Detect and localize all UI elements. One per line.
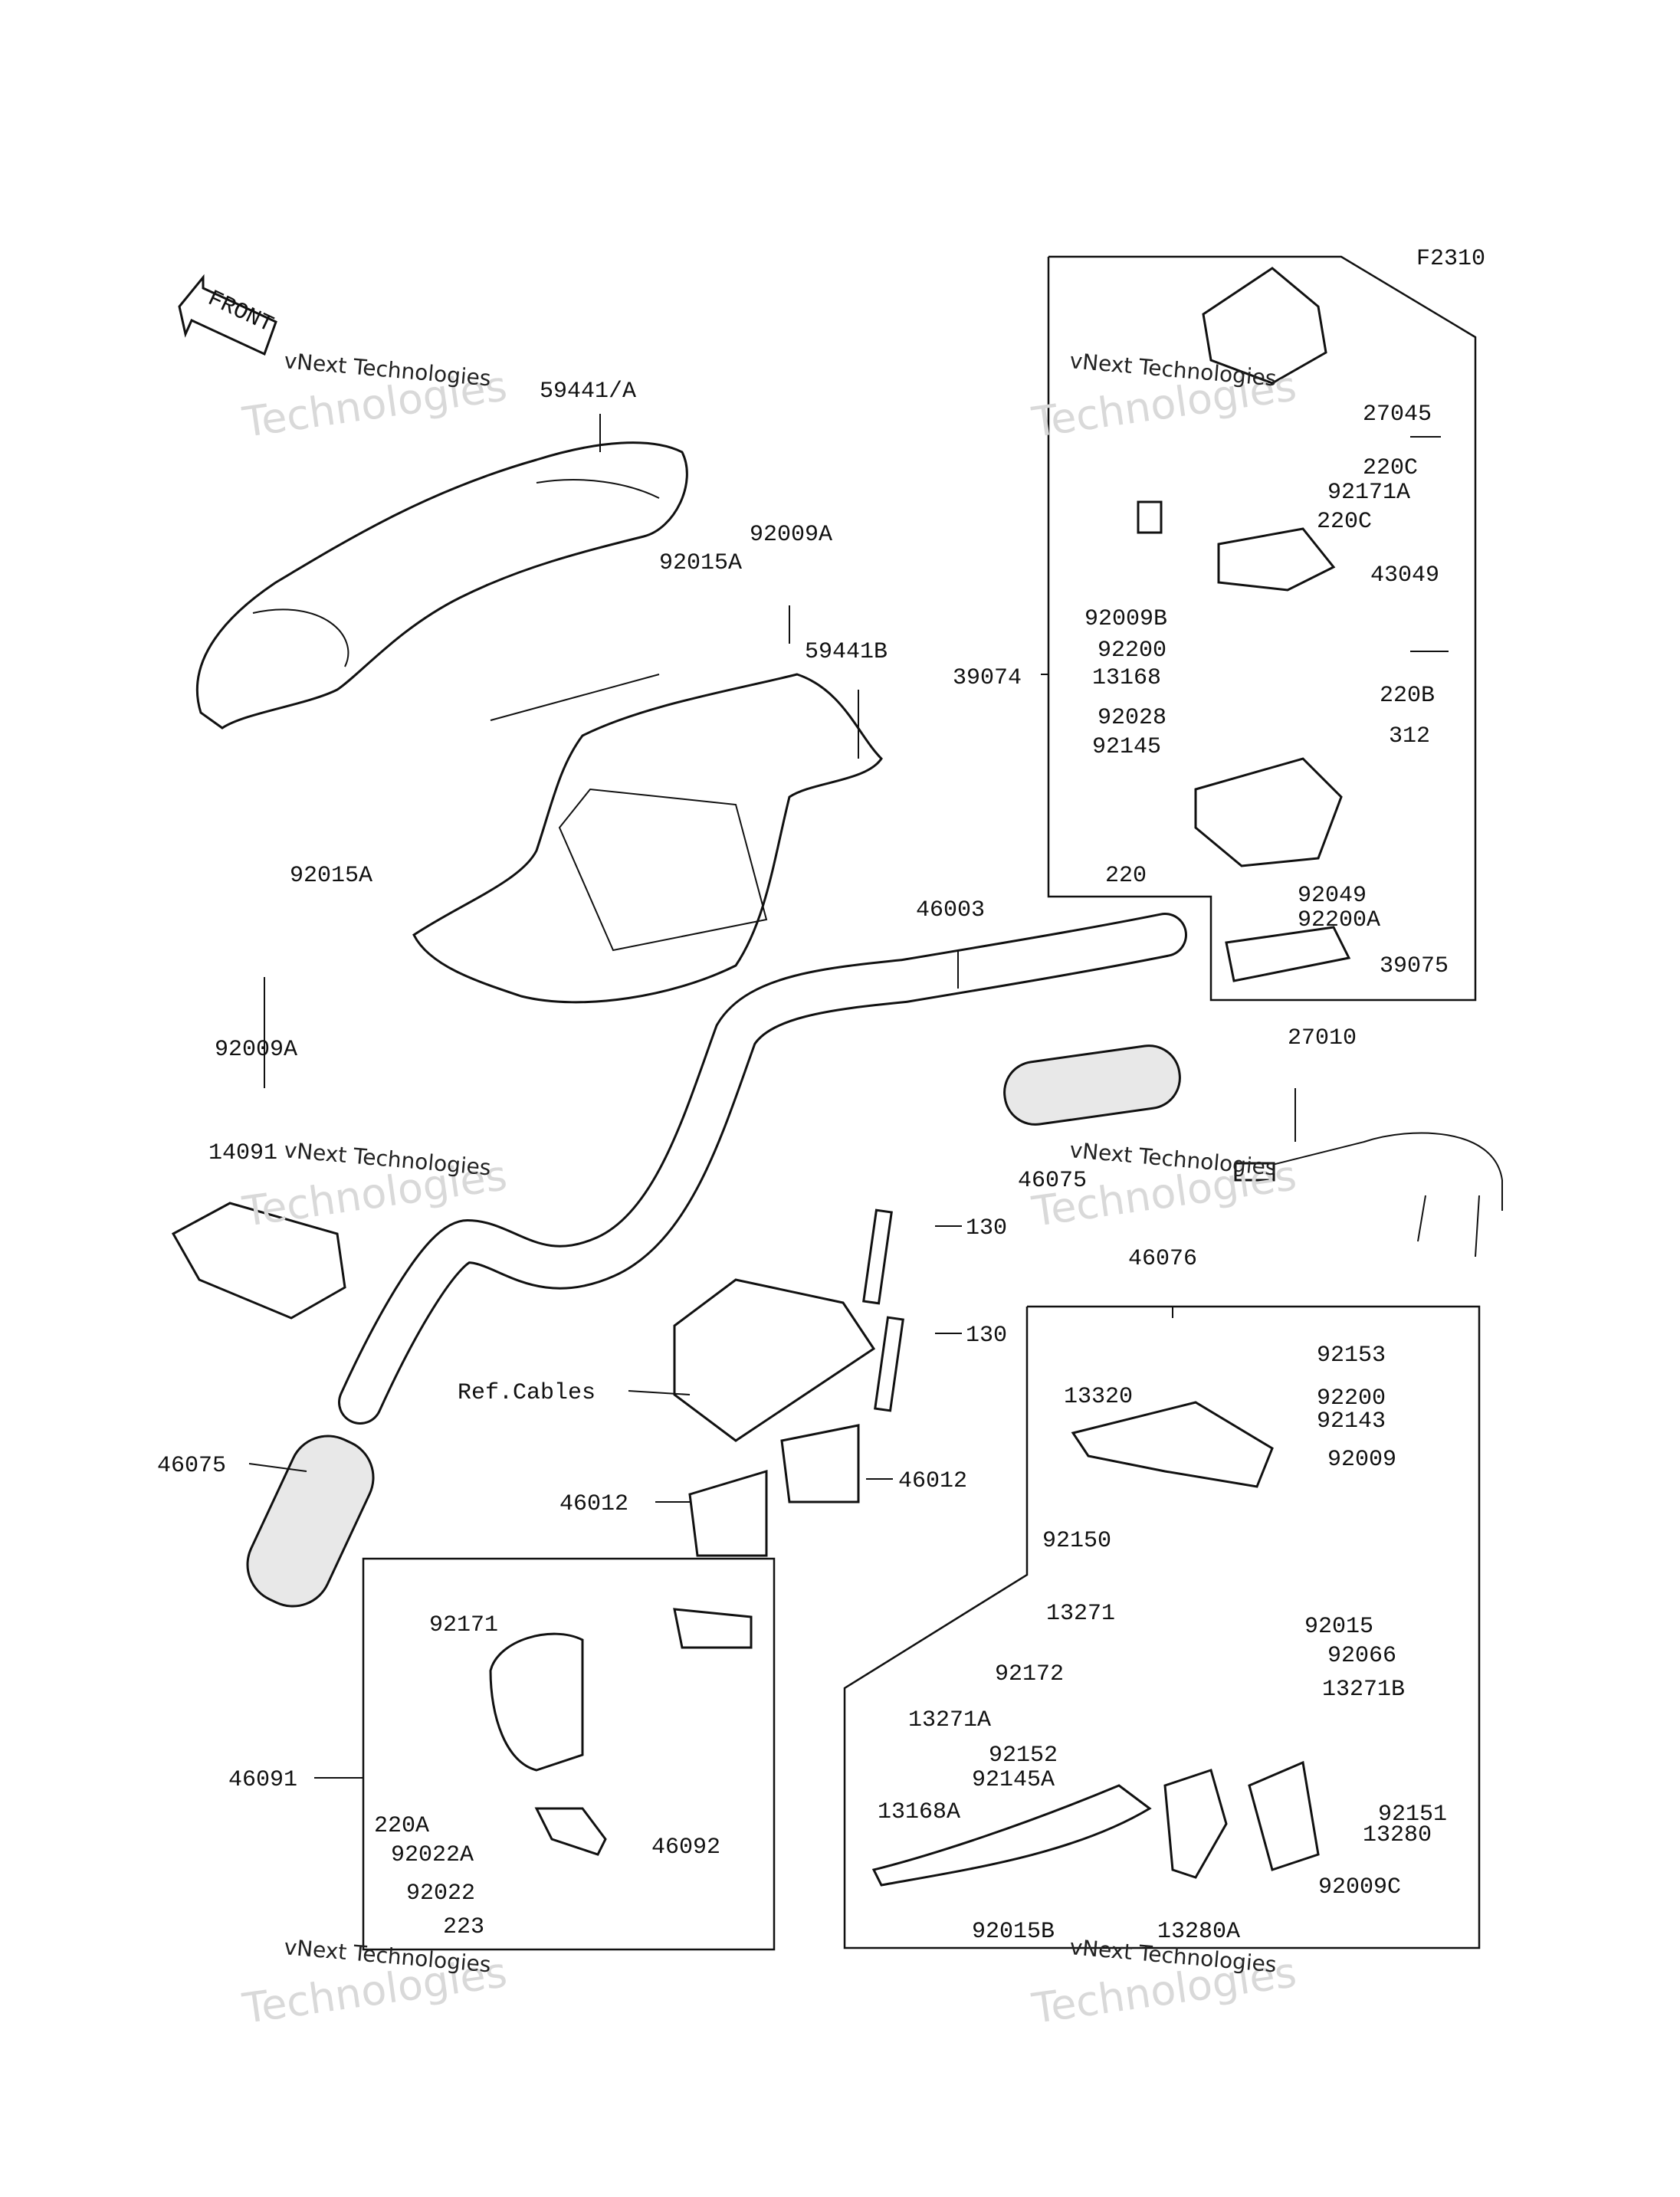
label-39074: 39074 bbox=[953, 665, 1022, 691]
label-39075: 39075 bbox=[1380, 953, 1449, 979]
front-arrow-icon: FRONT bbox=[178, 274, 277, 356]
label-92172: 92172 bbox=[995, 1661, 1064, 1687]
clamp-block bbox=[673, 1208, 904, 1557]
switch-housing bbox=[489, 1608, 753, 1856]
label-27045: 27045 bbox=[1363, 402, 1432, 428]
diagram-frames bbox=[362, 255, 1481, 1951]
label-13271: 13271 bbox=[1046, 1601, 1115, 1627]
label-46075-right: 46075 bbox=[1018, 1168, 1087, 1194]
label-92028: 92028 bbox=[1098, 705, 1166, 731]
label-46076: 46076 bbox=[1128, 1246, 1197, 1272]
label-92009B: 92009B bbox=[1084, 606, 1167, 632]
label-46012-right: 46012 bbox=[898, 1468, 967, 1494]
label-43049: 43049 bbox=[1370, 562, 1439, 589]
label-92145: 92145 bbox=[1092, 734, 1161, 760]
label-92066: 92066 bbox=[1327, 1643, 1396, 1669]
label-13320: 13320 bbox=[1064, 1384, 1133, 1410]
label-92015A-top: 92015A bbox=[659, 550, 742, 576]
label-46091: 46091 bbox=[228, 1767, 297, 1793]
handguard-pad bbox=[171, 1202, 346, 1320]
label-130-a: 130 bbox=[966, 1215, 1007, 1241]
label-312: 312 bbox=[1389, 723, 1430, 749]
label-92049: 92049 bbox=[1298, 883, 1367, 909]
label-92152: 92152 bbox=[989, 1743, 1058, 1769]
label-220B: 220B bbox=[1380, 683, 1435, 709]
label-13280: 13280 bbox=[1363, 1822, 1432, 1848]
label-13280A: 13280A bbox=[1157, 1919, 1240, 1945]
grip-left bbox=[246, 1435, 375, 1608]
label-92153: 92153 bbox=[1317, 1343, 1386, 1369]
label-92015B: 92015B bbox=[972, 1919, 1055, 1945]
label-130-b: 130 bbox=[966, 1323, 1007, 1349]
throttle-cable bbox=[1234, 1132, 1503, 1258]
label-46003: 46003 bbox=[916, 897, 985, 923]
label-ref-cables: Ref.Cables bbox=[458, 1380, 596, 1406]
label-14091: 14091 bbox=[208, 1140, 277, 1166]
label-220: 220 bbox=[1105, 863, 1147, 889]
label-92200-right: 92200 bbox=[1317, 1385, 1386, 1412]
label-13271B: 13271B bbox=[1322, 1677, 1405, 1703]
label-92200-top: 92200 bbox=[1098, 638, 1166, 664]
label-59441A: 59441/A bbox=[540, 379, 636, 405]
label-92015A-left: 92015A bbox=[290, 863, 372, 889]
label-223: 223 bbox=[443, 1914, 484, 1940]
label-92151: 92151 bbox=[1378, 1802, 1447, 1828]
label-92145A: 92145A bbox=[972, 1767, 1055, 1793]
label-13168A: 13168A bbox=[878, 1799, 960, 1825]
handlebar bbox=[338, 913, 1187, 1425]
label-59441B: 59441B bbox=[805, 639, 888, 665]
clutch-lever bbox=[871, 1401, 1320, 1887]
label-27010: 27010 bbox=[1288, 1025, 1357, 1051]
label-92015: 92015 bbox=[1304, 1614, 1373, 1640]
label-92150: 92150 bbox=[1042, 1528, 1111, 1554]
label-92171A: 92171A bbox=[1327, 480, 1410, 506]
label-92009A-left: 92009A bbox=[215, 1037, 297, 1063]
grip-right bbox=[1003, 1044, 1181, 1126]
label-13271A: 13271A bbox=[908, 1707, 991, 1733]
label-92009C: 92009C bbox=[1318, 1874, 1401, 1900]
handlebar-cover-lower bbox=[412, 673, 883, 1004]
leader-lines bbox=[248, 414, 1449, 1779]
label-92022: 92022 bbox=[406, 1881, 475, 1907]
part-labels: F2310 59441/A 92009A 92015A 59441B 92015… bbox=[157, 246, 1485, 1945]
label-220C-b: 220C bbox=[1317, 509, 1372, 535]
label-46075-left: 46075 bbox=[157, 1453, 226, 1479]
label-92200A: 92200A bbox=[1298, 907, 1380, 933]
label-46012-left: 46012 bbox=[559, 1491, 628, 1517]
label-46092: 46092 bbox=[651, 1835, 720, 1861]
handlebar-cover-upper bbox=[195, 441, 688, 730]
label-92143: 92143 bbox=[1317, 1408, 1386, 1435]
label-92022A: 92022A bbox=[391, 1842, 474, 1868]
label-92009A-top: 92009A bbox=[750, 522, 832, 548]
throttle-housing bbox=[1137, 267, 1351, 982]
label-220A: 220A bbox=[374, 1813, 429, 1839]
label-13168: 13168 bbox=[1092, 665, 1161, 691]
label-figure-code: F2310 bbox=[1416, 246, 1485, 272]
label-92009: 92009 bbox=[1327, 1447, 1396, 1473]
label-220C-a: 220C bbox=[1363, 455, 1418, 481]
label-92171: 92171 bbox=[429, 1612, 498, 1638]
